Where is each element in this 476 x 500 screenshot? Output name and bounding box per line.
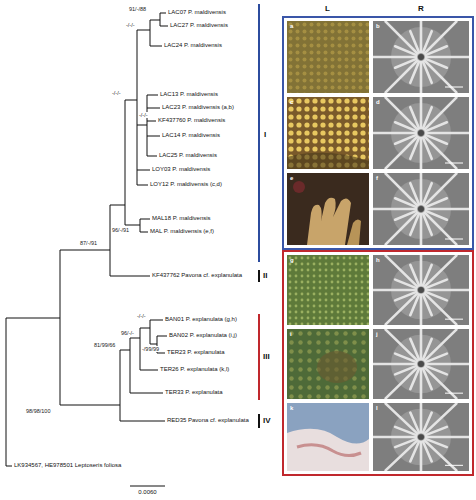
taxon-label: LOY12 P. maldivensis (c,d) <box>150 181 222 188</box>
taxon-label: LK934567, HE978501 Leptoseris foliosa <box>14 462 121 469</box>
taxon-label: TER23 P. explanulata <box>167 349 225 356</box>
support-value: 96/-/- <box>121 330 134 337</box>
panel-letter: b <box>376 23 380 30</box>
clade-bar <box>258 314 260 400</box>
clade-bar <box>258 4 260 262</box>
phylogeny-branches <box>6 13 168 486</box>
clade-label: I <box>264 130 266 140</box>
sem-photos <box>371 7 471 484</box>
clade-bar <box>258 270 260 282</box>
taxon-label: MAL P. maldivensis (e,f) <box>150 228 214 235</box>
taxon-label: TER33 P. explanulata <box>165 389 223 396</box>
panel-letter: g <box>290 257 294 264</box>
scale-value: 0.0060 <box>138 489 156 496</box>
taxon-label: LAC27 P. maldivensis <box>170 22 228 29</box>
column-header: R <box>418 4 424 14</box>
taxon-label: LOY03 P. maldivensis <box>152 166 210 173</box>
taxon-label: LAC14 P. maldivensis <box>162 132 220 139</box>
taxon-label: RED35 Pavona cf. explanulata <box>167 417 249 424</box>
support-value: -/-/- <box>139 112 148 119</box>
support-value: 98/98/100 <box>26 408 50 415</box>
panel-letter: f <box>376 175 378 182</box>
clade-label: IV <box>263 416 271 426</box>
taxon-label: LAC13 P. maldivensis <box>160 91 218 98</box>
taxon-label: KF437760 P. maldivensis <box>158 117 225 124</box>
support-value: -/99/99 <box>142 346 159 353</box>
taxon-label: LAC24 P. maldivensis <box>164 42 222 49</box>
panel-letter: a <box>290 23 293 30</box>
support-value: -/-/- <box>126 22 135 29</box>
panel-letter: d <box>376 99 380 106</box>
column-header: L <box>325 4 330 14</box>
support-value: 91/-/88 <box>129 6 146 13</box>
taxon-label: TER26 P. explanulata (k,l) <box>160 366 229 373</box>
clade-label: III <box>263 352 270 362</box>
taxon-label: MAL18 P. maldivensis <box>152 215 211 222</box>
taxon-label: BAN02 P. explanulata (i,j) <box>169 332 237 339</box>
taxon-label: LAC23 P. maldivensis (a,b) <box>162 104 234 111</box>
clade-label: II <box>263 271 267 281</box>
panel-letter: j <box>376 331 378 338</box>
support-value: -/-/- <box>112 90 121 97</box>
panel-letter: i <box>290 331 292 338</box>
panel-letter: l <box>376 405 378 412</box>
coral-photos <box>287 21 369 471</box>
support-value: -/-/- <box>137 313 146 320</box>
panel-letter: e <box>290 175 293 182</box>
support-value: 87/-/91 <box>80 240 97 247</box>
taxon-label: LAC07 P. maldivensis <box>168 9 226 16</box>
taxon-label: BAN01 P. explanulata (g,h) <box>165 316 237 323</box>
support-value: 96/-/91 <box>112 227 129 234</box>
panel-letter: k <box>290 405 293 412</box>
support-value: 81/99/66 <box>94 342 115 349</box>
panel-letter: h <box>376 257 380 264</box>
taxon-label: KF437762 Pavona cf. explanulata <box>152 272 242 279</box>
taxon-label: LAC25 P. maldivensis <box>159 152 217 159</box>
clade-bar <box>258 414 260 428</box>
panel-letter: c <box>290 99 293 106</box>
